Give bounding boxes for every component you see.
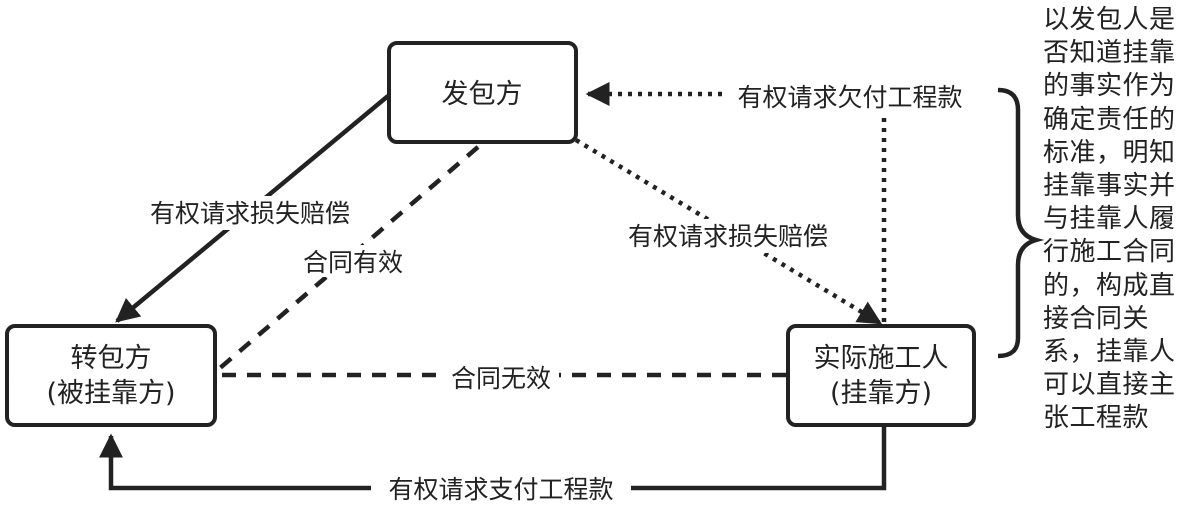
edge-contract-valid <box>218 145 480 370</box>
side-note-line: 挂靠事实并 <box>1043 171 1176 202</box>
side-note-line: 以发包人是 <box>1043 5 1176 35</box>
label-builder-to-sub: 有权请求支付工程款 <box>388 475 613 504</box>
side-note-line: 接合同关 <box>1043 303 1150 334</box>
label-builder-to-contractor: 有权请求欠付工程款 <box>737 83 962 112</box>
side-note-line: 否知道挂靠 <box>1043 38 1176 69</box>
side-note-line: 与挂靠人履 <box>1043 204 1176 235</box>
label-contractor-to-sub: 有权请求损失赔偿 <box>150 199 350 228</box>
side-note-line: 可以直接主 <box>1043 370 1176 401</box>
side-note-line: 张工程款 <box>1043 403 1150 434</box>
side-note-line: 的事实作为 <box>1043 71 1176 102</box>
side-note-line: 行施工合同 <box>1043 237 1176 268</box>
side-note: 以发包人是否知道挂靠的事实作为确定责任的标准，明知挂靠事实并与挂靠人履行施工合同… <box>1043 4 1193 436</box>
node-contractor-label: 发包方 <box>442 79 523 110</box>
label-contract-valid: 合同有效 <box>303 248 403 277</box>
node-builder-line1: 实际施工人 <box>814 343 949 374</box>
node-builder <box>786 324 976 427</box>
side-note-line: 标准，明知 <box>1043 137 1176 168</box>
node-subcontractor-line1: 转包方 <box>71 343 152 374</box>
side-note-line: 的，构成直 <box>1043 270 1176 301</box>
side-note-line: 确定责任的 <box>1043 104 1176 135</box>
node-builder-line2: (挂靠方) <box>830 378 932 409</box>
label-contract-invalid: 合同无效 <box>451 364 551 393</box>
edge-builder-to-contractor <box>585 82 887 322</box>
label-contractor-to-builder: 有权请求损失赔偿 <box>628 222 828 251</box>
node-subcontractor-line2: (被挂靠方) <box>46 378 175 409</box>
node-contractor <box>387 41 578 144</box>
side-note-line: 系，挂靠人 <box>1043 337 1176 368</box>
node-subcontractor <box>5 324 217 427</box>
note-brace <box>997 87 1045 359</box>
